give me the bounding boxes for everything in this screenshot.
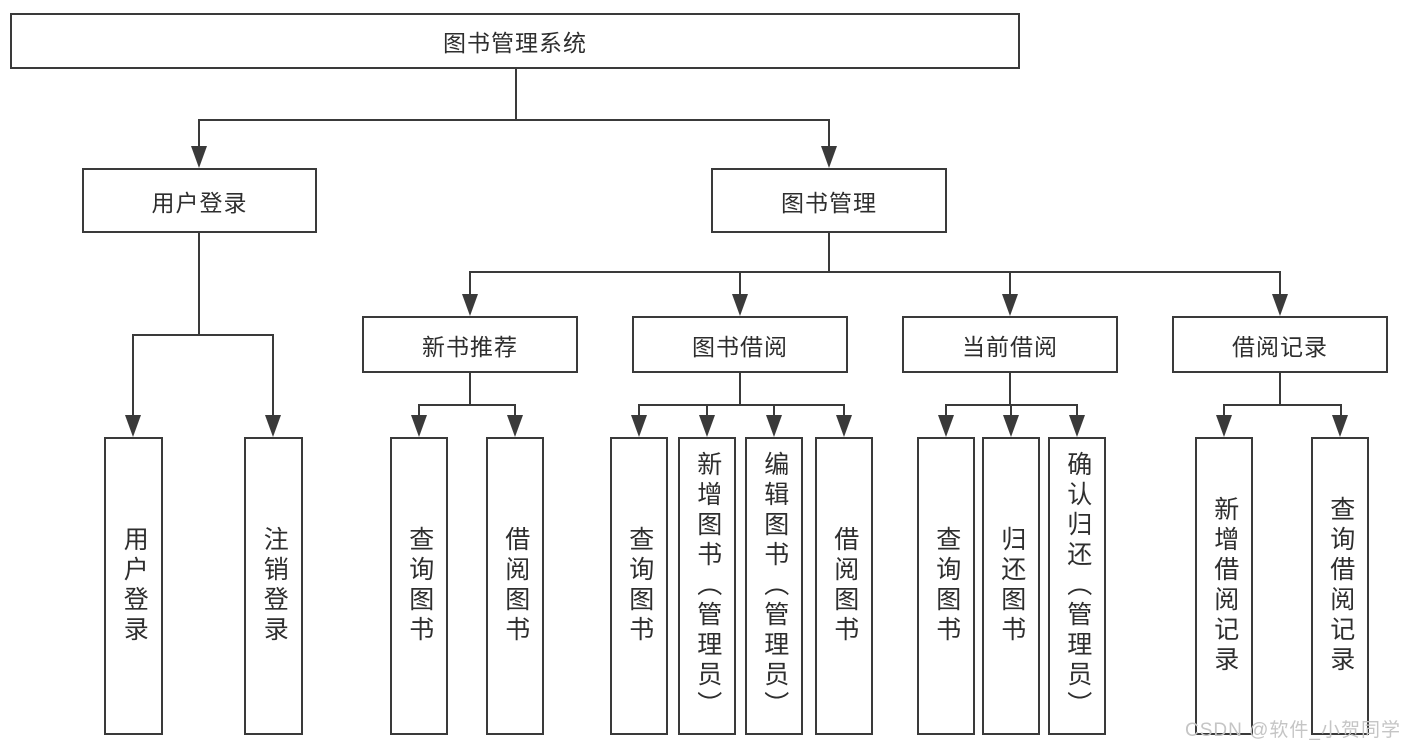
arrow-down-icon: [821, 146, 837, 168]
arrow-down-icon: [699, 415, 715, 437]
leaf-user-login-op: 用户登录: [104, 437, 163, 735]
arrow-down-icon: [265, 415, 281, 437]
node-user-login: 用户登录: [82, 168, 317, 233]
node-new-book-recommend: 新书推荐: [362, 316, 578, 373]
connector-new-book-bus: [418, 404, 516, 406]
leaf-borrow-books-borrowing: 借阅图书: [815, 437, 873, 735]
connector-user-login-bus: [132, 334, 274, 336]
node-current-borrowing: 当前借阅: [902, 316, 1118, 373]
arrow-down-icon: [1003, 415, 1019, 437]
connector-current-borrowing-vline: [1009, 371, 1011, 406]
connector-stem: [418, 404, 420, 416]
connector-book-management-vline: [828, 231, 830, 273]
connector-stem: [843, 404, 845, 416]
leaf-edit-books-admin: 编辑图书（管理员）: [745, 437, 803, 735]
connector-stem: [514, 404, 516, 416]
node-book-borrowing: 图书借阅: [632, 316, 848, 373]
connector-stem: [1076, 404, 1078, 416]
leaf-query-borrow-record: 查询借阅记录: [1311, 437, 1369, 735]
connector-borrowing-records-vline: [1279, 371, 1281, 406]
arrow-down-icon: [938, 415, 954, 437]
connector-root-bus: [198, 119, 830, 121]
leaf-query-books-current: 查询图书: [917, 437, 975, 735]
arrow-down-icon: [631, 415, 647, 437]
arrow-down-icon: [1002, 294, 1018, 316]
connector-stem-logout-op: [272, 334, 274, 416]
leaf-add-borrow-record: 新增借阅记录: [1195, 437, 1253, 735]
connector-stem-login-op: [132, 334, 134, 416]
connector-stem-borrowing-records: [1279, 271, 1281, 295]
arrow-down-icon: [1272, 294, 1288, 316]
csdn-watermark: CSDN @软件_小贺同学: [1185, 720, 1401, 741]
arrow-down-icon: [411, 415, 427, 437]
connector-stem-current-borrowing: [1009, 271, 1011, 295]
leaf-return-books: 归还图书: [982, 437, 1040, 735]
leaf-borrow-books-recommend: 借阅图书: [486, 437, 544, 735]
node-borrowing-records: 借阅记录: [1172, 316, 1388, 373]
connector-book-borrowing-bus: [638, 404, 845, 406]
connector-book-borrowing-vline: [739, 371, 741, 406]
connector-stem-user-login: [198, 119, 200, 148]
arrow-down-icon: [507, 415, 523, 437]
connector-stem: [1010, 404, 1012, 416]
connector-stem: [1223, 404, 1225, 416]
node-library-system: 图书管理系统: [10, 13, 1020, 69]
leaf-query-books-recommend: 查询图书: [390, 437, 448, 735]
connector-stem-new-book: [469, 271, 471, 295]
connector-stem-book-management: [828, 119, 830, 148]
connector-stem: [773, 404, 775, 416]
arrow-down-icon: [836, 415, 852, 437]
arrow-down-icon: [732, 294, 748, 316]
connector-user-login-vline: [198, 231, 200, 336]
arrow-down-icon: [125, 415, 141, 437]
arrow-down-icon: [766, 415, 782, 437]
arrow-down-icon: [191, 146, 207, 168]
leaf-logout-op: 注销登录: [244, 437, 303, 735]
connector-book-management-bus: [469, 271, 1281, 273]
connector-stem-book-borrowing: [739, 271, 741, 295]
connector-stem: [945, 404, 947, 416]
connector-borrowing-records-bus: [1223, 404, 1342, 406]
leaf-add-books-admin: 新增图书（管理员）: [678, 437, 736, 735]
arrow-down-icon: [1069, 415, 1085, 437]
connector-stem: [706, 404, 708, 416]
connector-stem: [1340, 404, 1342, 416]
arrow-down-icon: [462, 294, 478, 316]
connector-stem: [638, 404, 640, 416]
arrow-down-icon: [1216, 415, 1232, 437]
leaf-confirm-return-admin: 确认归还（管理员）: [1048, 437, 1106, 735]
connector-new-book-vline: [469, 371, 471, 406]
connector-root-vline: [515, 68, 517, 120]
arrow-down-icon: [1332, 415, 1348, 437]
leaf-query-books-borrowing: 查询图书: [610, 437, 668, 735]
node-book-management: 图书管理: [711, 168, 947, 233]
